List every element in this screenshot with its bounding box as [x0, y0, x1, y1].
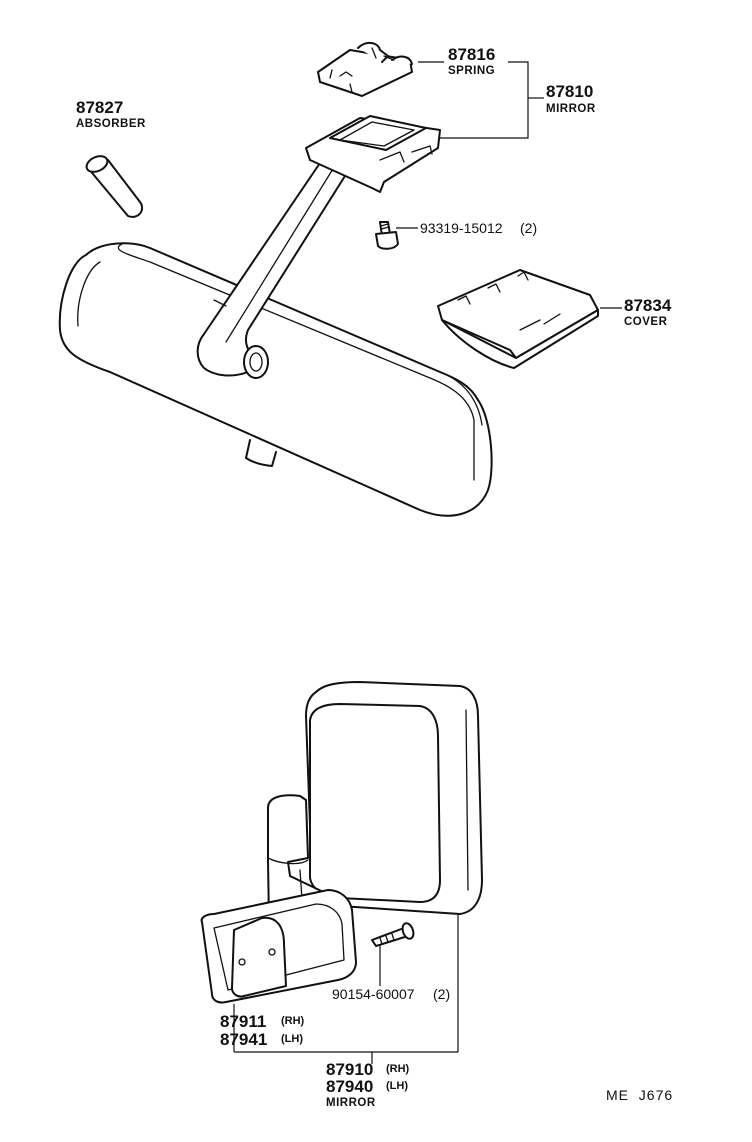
outer-lh-side-label: (LH): [386, 1080, 408, 1092]
screw-qty-label: (2): [520, 220, 537, 236]
outer-mirror-housing: [305, 681, 483, 915]
stay-rh-number-label: 87911: [220, 1012, 266, 1031]
inner-mirror-stay: [196, 159, 351, 379]
stay-lh-side-label: (LH): [281, 1033, 303, 1045]
outer-rh-side-label: (RH): [386, 1063, 410, 1075]
outer-lh-number-label: 87940: [326, 1077, 373, 1096]
mirror-mount-base: [305, 115, 441, 193]
cover-name-label: COVER: [624, 316, 668, 328]
outer-rh-number-label: 87910: [326, 1060, 373, 1079]
outer-mirror-name-label: MIRROR: [326, 1097, 376, 1109]
inner-mirror-number-label: 87810: [546, 82, 593, 101]
absorber-name-label: ABSORBER: [76, 118, 146, 130]
stay-lh-number-label: 87941: [220, 1030, 267, 1049]
inner-mirror-name-label: MIRROR: [546, 103, 596, 115]
spring-name-label: SPRING: [448, 65, 495, 77]
bolt-number-label: 90154-60007: [332, 986, 415, 1002]
bolt-qty-label: (2): [433, 986, 450, 1002]
diagram-code-label: ME J676: [606, 1087, 673, 1103]
leader-lines-top: [396, 61, 622, 309]
absorber-number-label: 87827: [76, 98, 123, 117]
screw-part: [375, 221, 399, 250]
absorber-part: [85, 155, 144, 218]
bolt-part: [371, 922, 415, 947]
stay-rh-side-label: (RH): [281, 1015, 305, 1027]
cover-number-label: 87834: [624, 296, 672, 315]
inner-mirror-body: [58, 242, 493, 517]
screw-number-label: 93319-15012: [420, 220, 503, 236]
spring-clip: [317, 42, 413, 97]
spring-number-label: 87816: [448, 45, 495, 64]
cover-part: [437, 269, 599, 369]
leader-lines-bottom: [233, 914, 459, 1064]
outer-mirror-stay: [200, 794, 357, 1004]
